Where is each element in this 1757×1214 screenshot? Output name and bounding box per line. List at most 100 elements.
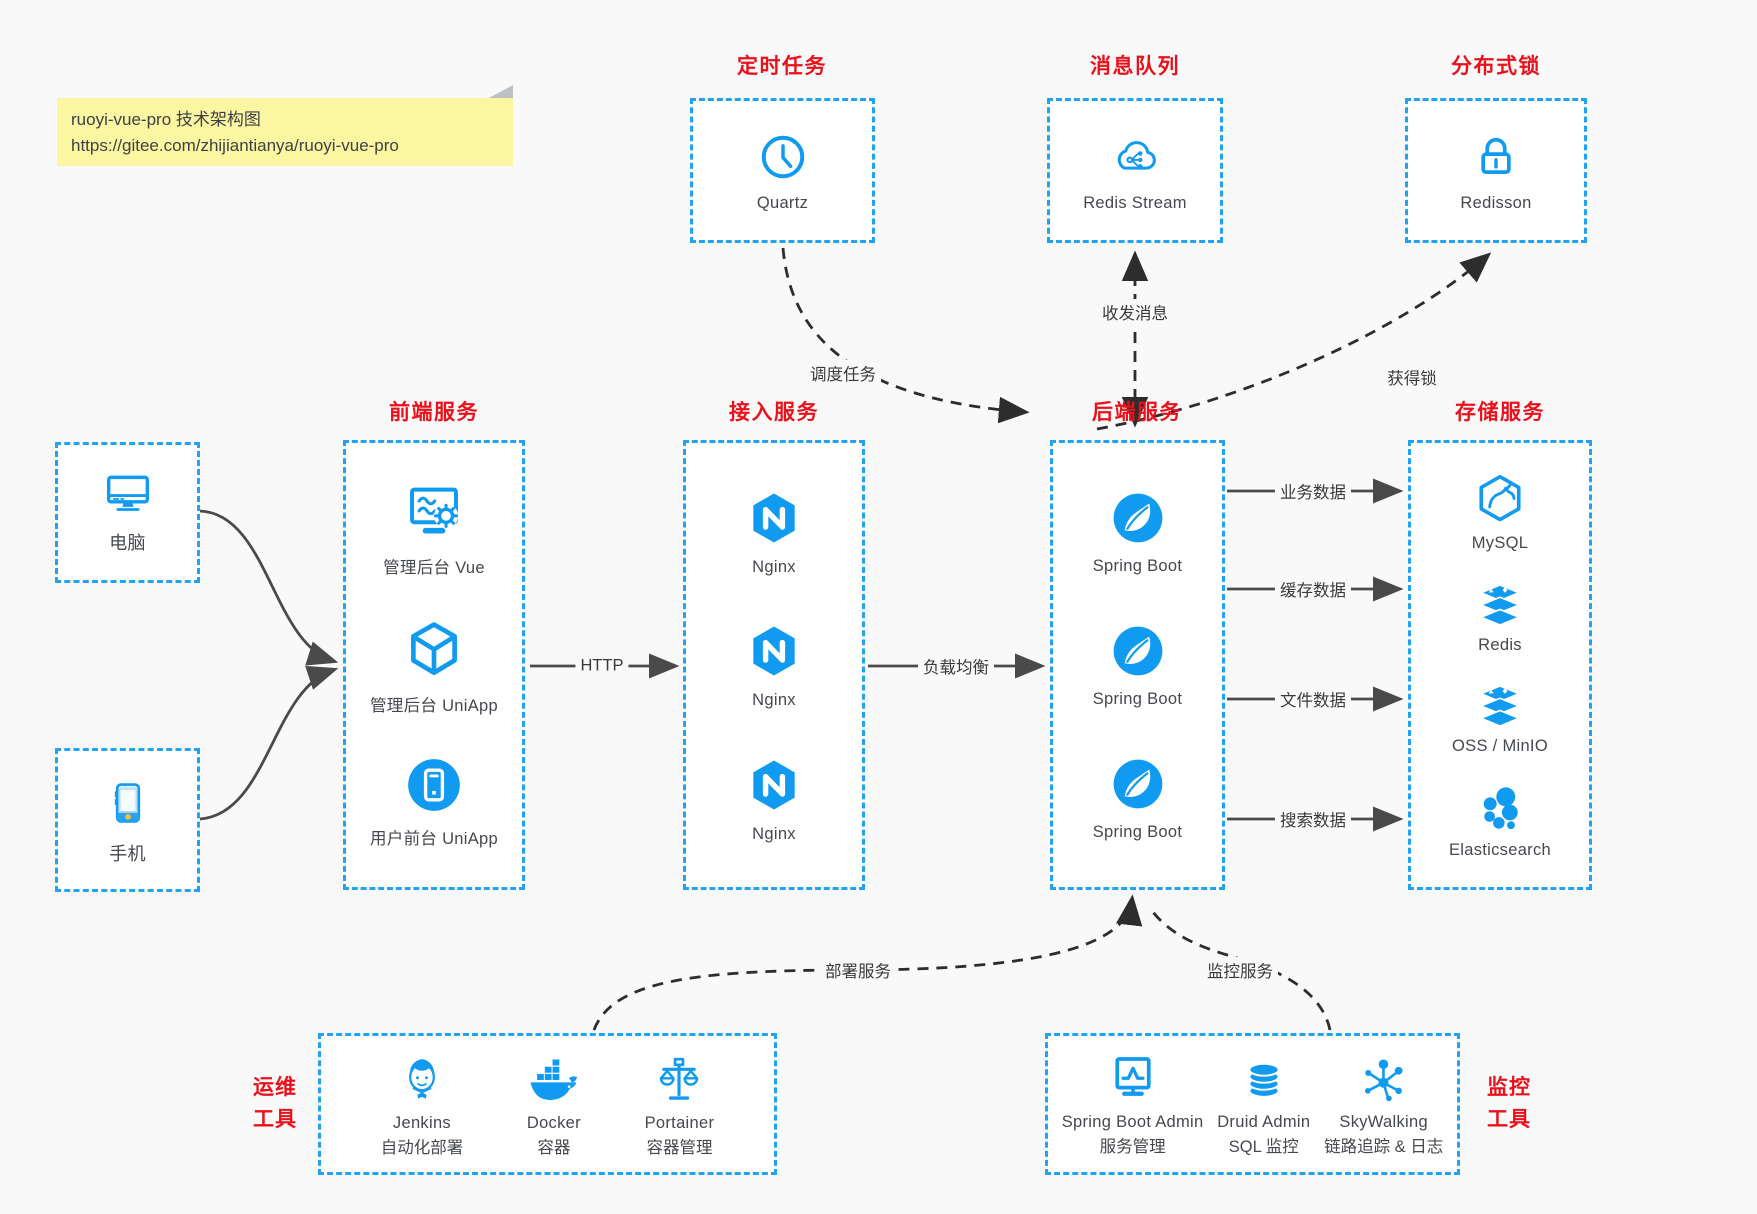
springboot-node-2: Spring Boot	[1093, 621, 1183, 709]
quartz-node: Quartz	[755, 129, 811, 213]
user-uniapp-label: 用户前台 UniApp	[369, 829, 498, 848]
mobile-box: 手机	[55, 748, 200, 892]
admin-vue-label: 管理后台 Vue	[383, 559, 485, 578]
edge-label-load-balance: 负载均衡	[918, 653, 994, 679]
edge-label-monitor-service: 监控服务	[1202, 957, 1278, 983]
portainer-label: Portainer	[644, 1113, 715, 1132]
edge-pc-frontend	[199, 509, 339, 666]
docker-label: Docker	[526, 1113, 581, 1132]
backend-box: Spring Boot Spring Boot Spring Boot	[1050, 440, 1225, 890]
redis-stack-icon	[1480, 583, 1520, 626]
redis-label: Redis	[1478, 635, 1522, 654]
nginx-node-2: Nginx	[743, 620, 805, 710]
redis-stream-node: Redis Stream	[1083, 129, 1187, 213]
docker-desc: 容器	[537, 1138, 571, 1157]
portainer-desc: 容器管理	[646, 1138, 713, 1157]
phone-circle-icon	[408, 758, 460, 811]
redis-stream-label: Redis Stream	[1083, 193, 1187, 212]
nginx-label-1: Nginx	[752, 557, 796, 576]
mobile-node: 手机	[102, 775, 154, 866]
pc-box: 电脑	[55, 442, 200, 583]
portainer-node: Portainer 容器管理	[645, 1051, 715, 1158]
sba-label: Spring Boot Admin	[1061, 1112, 1204, 1131]
gateway-title: 接入服务	[729, 401, 819, 424]
redisson-node: Redisson	[1460, 129, 1531, 213]
elasticsearch-node: Elasticsearch	[1449, 783, 1551, 860]
edge-label-http: HTTP	[575, 655, 629, 677]
elasticsearch-label: Elasticsearch	[1448, 841, 1552, 860]
edge-label-file-data: 文件数据	[1275, 686, 1351, 712]
database-icon	[1248, 1062, 1280, 1098]
redisson-label: Redisson	[1460, 193, 1532, 212]
network-nodes-icon	[1364, 1059, 1403, 1101]
elasticsearch-icon	[1483, 787, 1518, 830]
clock-icon	[761, 135, 804, 178]
monitor-gear-icon	[410, 487, 459, 534]
note-title: ruoyi-vue-pro 技术架构图	[71, 110, 261, 129]
mq-box: Redis Stream	[1047, 98, 1223, 243]
pc-label: 电脑	[109, 533, 146, 553]
oss-node: OSS / MinIO	[1452, 681, 1548, 756]
lock-box: Redisson	[1405, 98, 1587, 243]
admin-uniapp-node: 管理后台 UniApp	[370, 617, 498, 716]
druid-node: Druid Admin SQL 监控	[1217, 1052, 1310, 1157]
jenkins-desc: 自动化部署	[380, 1138, 464, 1157]
springboot-node-1: Spring Boot	[1093, 488, 1183, 576]
scheduler-title: 定时任务	[737, 55, 827, 78]
ops-title: 运维 工具	[240, 1072, 310, 1135]
frontend-box: 管理后台 Vue 管理后台 UniApp 用户前台 UniApp	[343, 440, 525, 890]
note-fold-corner	[489, 85, 513, 98]
storage-box: MySQL Redis	[1408, 440, 1592, 890]
monitoring-title: 监控 工具	[1474, 1072, 1544, 1135]
springboot-label-3: Spring Boot	[1092, 823, 1183, 841]
ops-title-line1: 运维	[253, 1076, 297, 1099]
frontend-title: 前端服务	[389, 401, 479, 424]
lock-title: 分布式锁	[1451, 55, 1541, 78]
skywalking-node: SkyWalking 链路追踪 & 日志	[1324, 1052, 1443, 1157]
monitor-chart-icon	[1114, 1056, 1151, 1096]
mysql-label: MySQL	[1471, 533, 1529, 552]
ops-box: Jenkins 自动化部署 Docker 容器	[318, 1033, 777, 1175]
druid-desc: SQL 监控	[1228, 1137, 1299, 1156]
jenkins-label: Jenkins	[392, 1113, 451, 1132]
mobile-label: 手机	[109, 843, 146, 864]
scales-icon	[660, 1057, 699, 1100]
edge-label-business-data: 业务数据	[1275, 478, 1351, 504]
gateway-box: Nginx Nginx Nginx	[683, 440, 865, 890]
nginx-icon	[753, 759, 795, 810]
edge-label-send-receive-message: 收发消息	[1097, 299, 1173, 325]
monitoring-title-line1: 监控	[1487, 1076, 1531, 1099]
user-uniapp-node: 用户前台 UniApp	[370, 754, 498, 849]
edge-label-acquire-lock: 获得锁	[1382, 364, 1442, 390]
nginx-label-2: Nginx	[752, 691, 796, 709]
redis-node: Redis	[1471, 580, 1529, 655]
pc-node: 电脑	[99, 470, 157, 555]
storage-title: 存储服务	[1455, 401, 1545, 424]
skywalking-label: SkyWalking	[1339, 1112, 1428, 1131]
springboot-node-3: Spring Boot	[1093, 754, 1183, 842]
edge-mobile-frontend	[199, 665, 339, 821]
spring-boot-icon	[1113, 626, 1162, 676]
nginx-icon	[753, 492, 795, 543]
admin-uniapp-label: 管理后台 UniApp	[369, 696, 498, 715]
oss-label: OSS / MinIO	[1452, 737, 1548, 756]
jenkins-icon	[409, 1058, 435, 1099]
jenkins-node: Jenkins 自动化部署	[380, 1051, 464, 1158]
springboot-label-2: Spring Boot	[1092, 690, 1183, 708]
spring-boot-icon	[1113, 759, 1162, 809]
edge-label-schedule-task: 调度任务	[805, 360, 881, 386]
docker-node: Docker 容器	[523, 1051, 585, 1158]
monitoring-title-line2: 工具	[1487, 1107, 1531, 1131]
sticky-note: ruoyi-vue-pro 技术架构图 https://gitee.com/zh…	[57, 85, 513, 166]
lock-icon	[1481, 137, 1511, 174]
backend-title: 后端服务	[1092, 401, 1182, 424]
nginx-node-3: Nginx	[743, 754, 805, 844]
docker-icon	[530, 1058, 577, 1100]
springboot-label-1: Spring Boot	[1092, 557, 1183, 575]
mysql-node: MySQL	[1471, 470, 1529, 553]
sba-desc: 服务管理	[1099, 1137, 1166, 1156]
admin-vue-node: 管理后台 Vue	[383, 481, 485, 578]
smartphone-icon	[114, 782, 140, 823]
nginx-icon	[753, 626, 795, 676]
